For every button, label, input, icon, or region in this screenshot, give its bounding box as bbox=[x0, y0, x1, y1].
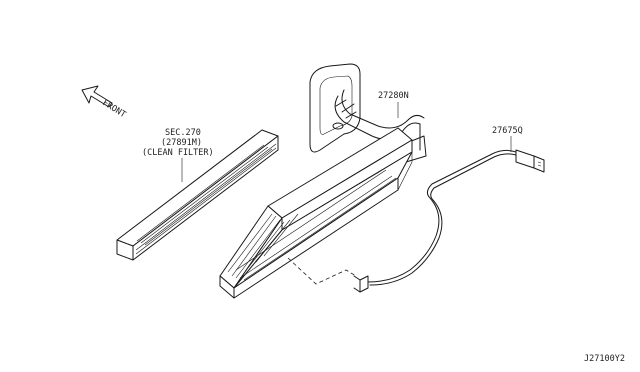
sec-ref-label: SEC.270 bbox=[165, 128, 201, 138]
sensor-guide-dash bbox=[287, 257, 357, 285]
filter-name-label: (CLEAN FILTER) bbox=[142, 148, 214, 158]
thermo-sensor bbox=[353, 149, 545, 293]
evaporator-part-number: 27280N bbox=[378, 91, 409, 101]
sensor-part-number: 27675Q bbox=[492, 126, 523, 136]
front-label: FRONT bbox=[100, 98, 127, 120]
diagram-code: J27100Y2 bbox=[584, 354, 625, 364]
clean-filter bbox=[116, 129, 279, 261]
front-arrow-icon bbox=[81, 85, 113, 108]
evaporator-core bbox=[219, 127, 413, 299]
filter-part-number: (27891M) bbox=[161, 138, 202, 148]
